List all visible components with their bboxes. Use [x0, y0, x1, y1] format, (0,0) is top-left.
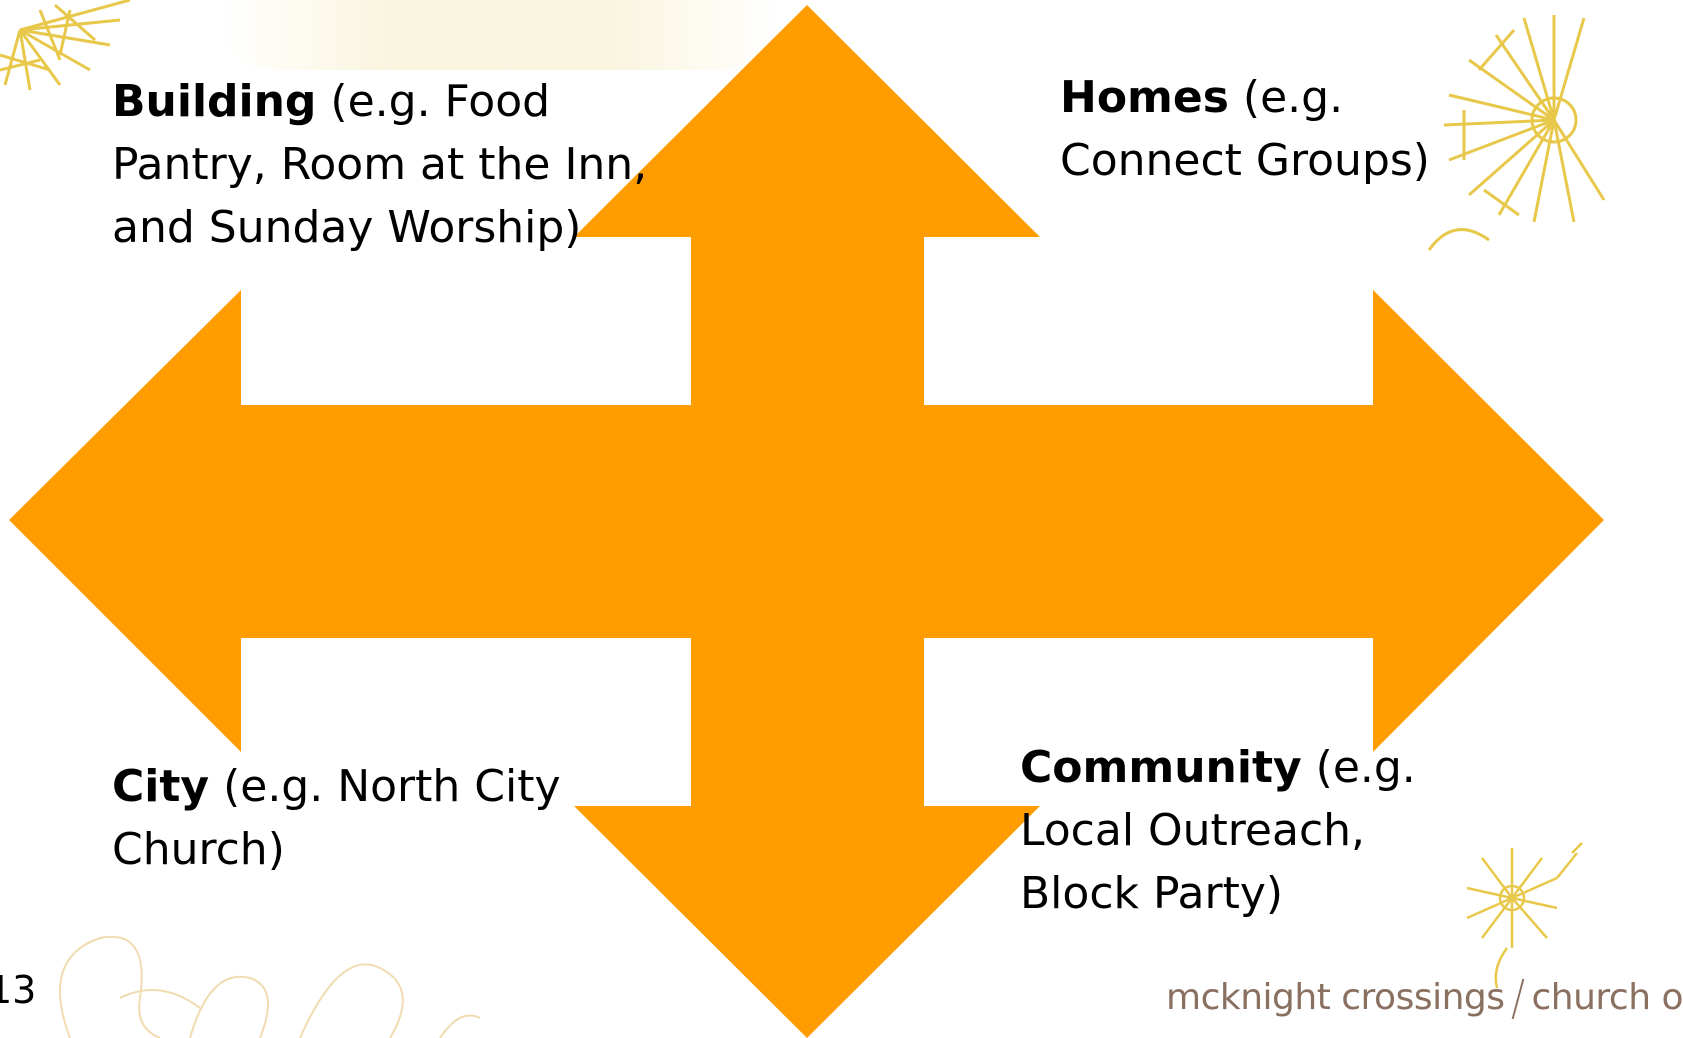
footer-brand-suffix: church o — [1531, 977, 1683, 1018]
footer-brand-name: mcknight crossings — [1166, 977, 1505, 1018]
label-homes: Homes (e.g. Connect Groups) — [1060, 66, 1480, 192]
label-city-desc: (e.g. North City Church) — [112, 761, 561, 875]
label-city: City (e.g. North City Church) — [112, 755, 632, 881]
footer-brand: mcknight crossings church o — [1166, 976, 1683, 1020]
sunflower-icon-top-right — [1427, 15, 1606, 251]
label-city-title: City — [112, 761, 210, 812]
sunflower-icon-bottom-right — [1466, 842, 1583, 989]
label-building: Building (e.g. Food Pantry, Room at the … — [112, 70, 712, 259]
slide-number: 13 — [0, 968, 37, 1012]
sunflower-icon-top-left — [0, 0, 131, 91]
four-way-arrow-shape — [9, 5, 1604, 1038]
label-homes-desc: (e.g. Connect Groups) — [1060, 72, 1430, 186]
background-glow — [220, 0, 780, 70]
four-way-arrow-icon — [9, 5, 1604, 1038]
label-community: Community (e.g. Local Outreach, Block Pa… — [1020, 736, 1460, 925]
label-homes-title: Homes — [1060, 72, 1229, 123]
label-community-desc: (e.g. Local Outreach, Block Party) — [1020, 742, 1416, 919]
flower-outline-decoration — [59, 935, 481, 1038]
label-building-desc: (e.g. Food Pantry, Room at the Inn, and … — [112, 76, 648, 253]
label-community-title: Community — [1020, 742, 1302, 793]
label-building-title: Building — [112, 76, 317, 127]
